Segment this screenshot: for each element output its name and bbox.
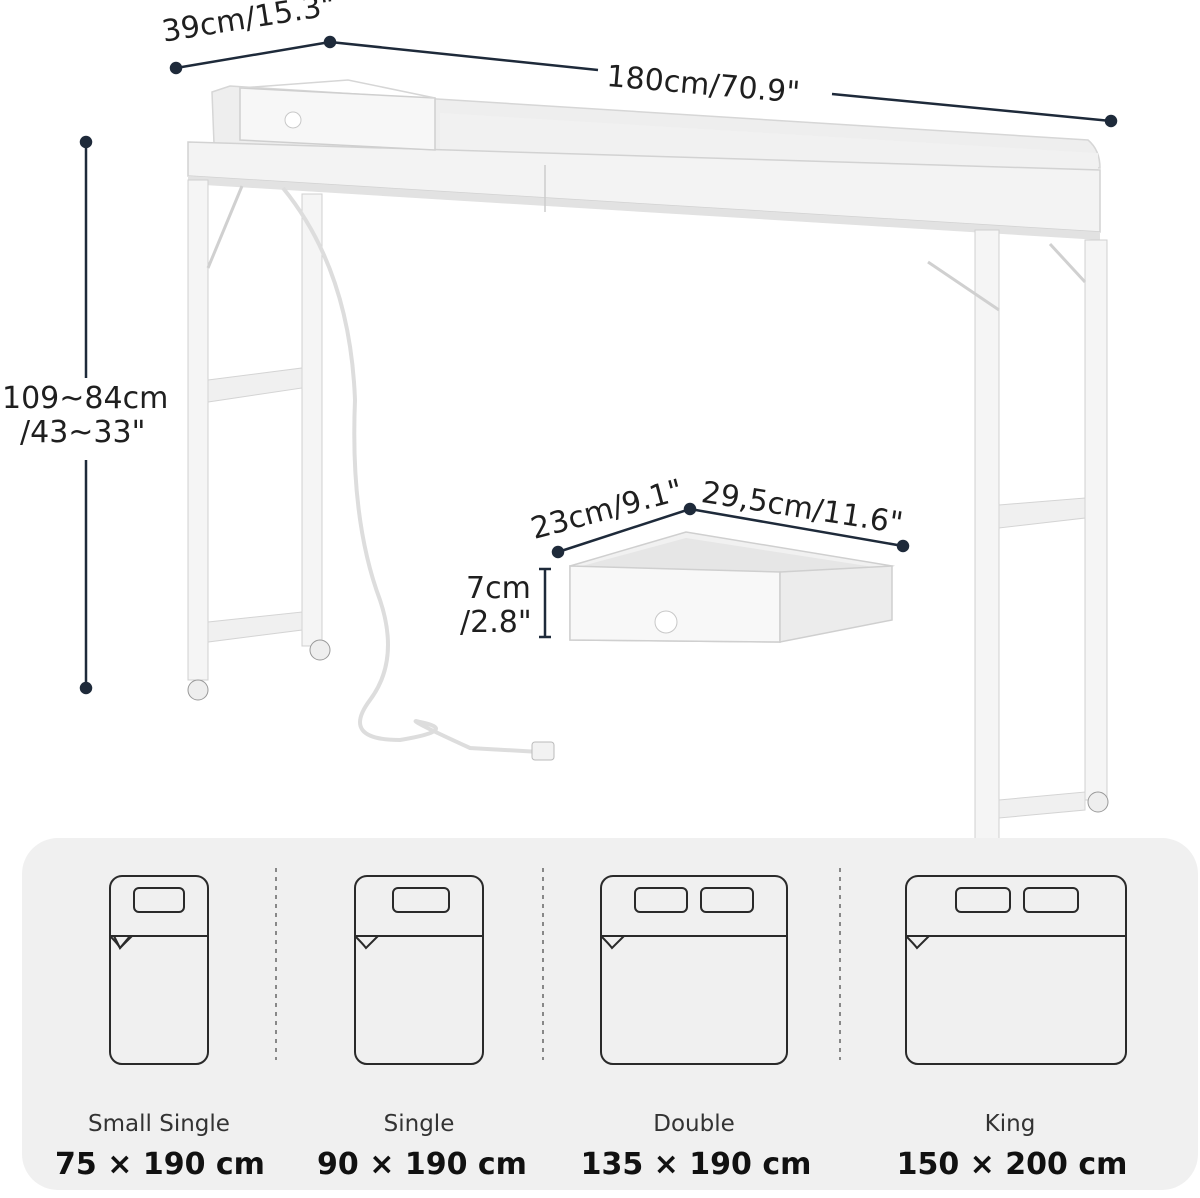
- king-bed-icon: [905, 875, 1127, 1065]
- bed-name-small-single: Small Single: [88, 1111, 230, 1137]
- bed-name-single: Single: [383, 1111, 455, 1137]
- bed-size-king: 150 × 200 cm: [896, 1147, 1128, 1182]
- bed-sizes-panel: [22, 838, 1198, 1190]
- drawer-height-label-line2: /2.8": [460, 605, 532, 640]
- bed-name-king: King: [984, 1111, 1036, 1137]
- dimension-lines: [79, 35, 1118, 695]
- bed-name-double: Double: [653, 1111, 735, 1137]
- single-bed-icon: [354, 875, 484, 1065]
- overbed-desk: [187, 79, 1109, 864]
- small-single-bed-icon: [109, 875, 209, 1065]
- bed-size-small-single: 75 × 190 cm: [55, 1147, 265, 1182]
- drawer-illustration: [569, 531, 895, 643]
- drawer-width-line: [689, 507, 904, 548]
- drawer-depth-line: [557, 507, 691, 554]
- double-bed-icon: [600, 875, 788, 1065]
- height-dimension-label-line1: 109~84cm: [2, 381, 169, 416]
- width-dimension-line-left: [329, 40, 599, 72]
- depth-dimension-line: [175, 40, 331, 70]
- height-dimension-label-line2: /43~33": [20, 415, 146, 450]
- width-dimension-line-right: [831, 92, 1112, 123]
- drawer-height-label-line1: 7cm: [466, 571, 531, 606]
- bed-size-single: 90 × 190 cm: [317, 1147, 527, 1182]
- bed-size-double: 135 × 190 cm: [580, 1147, 812, 1182]
